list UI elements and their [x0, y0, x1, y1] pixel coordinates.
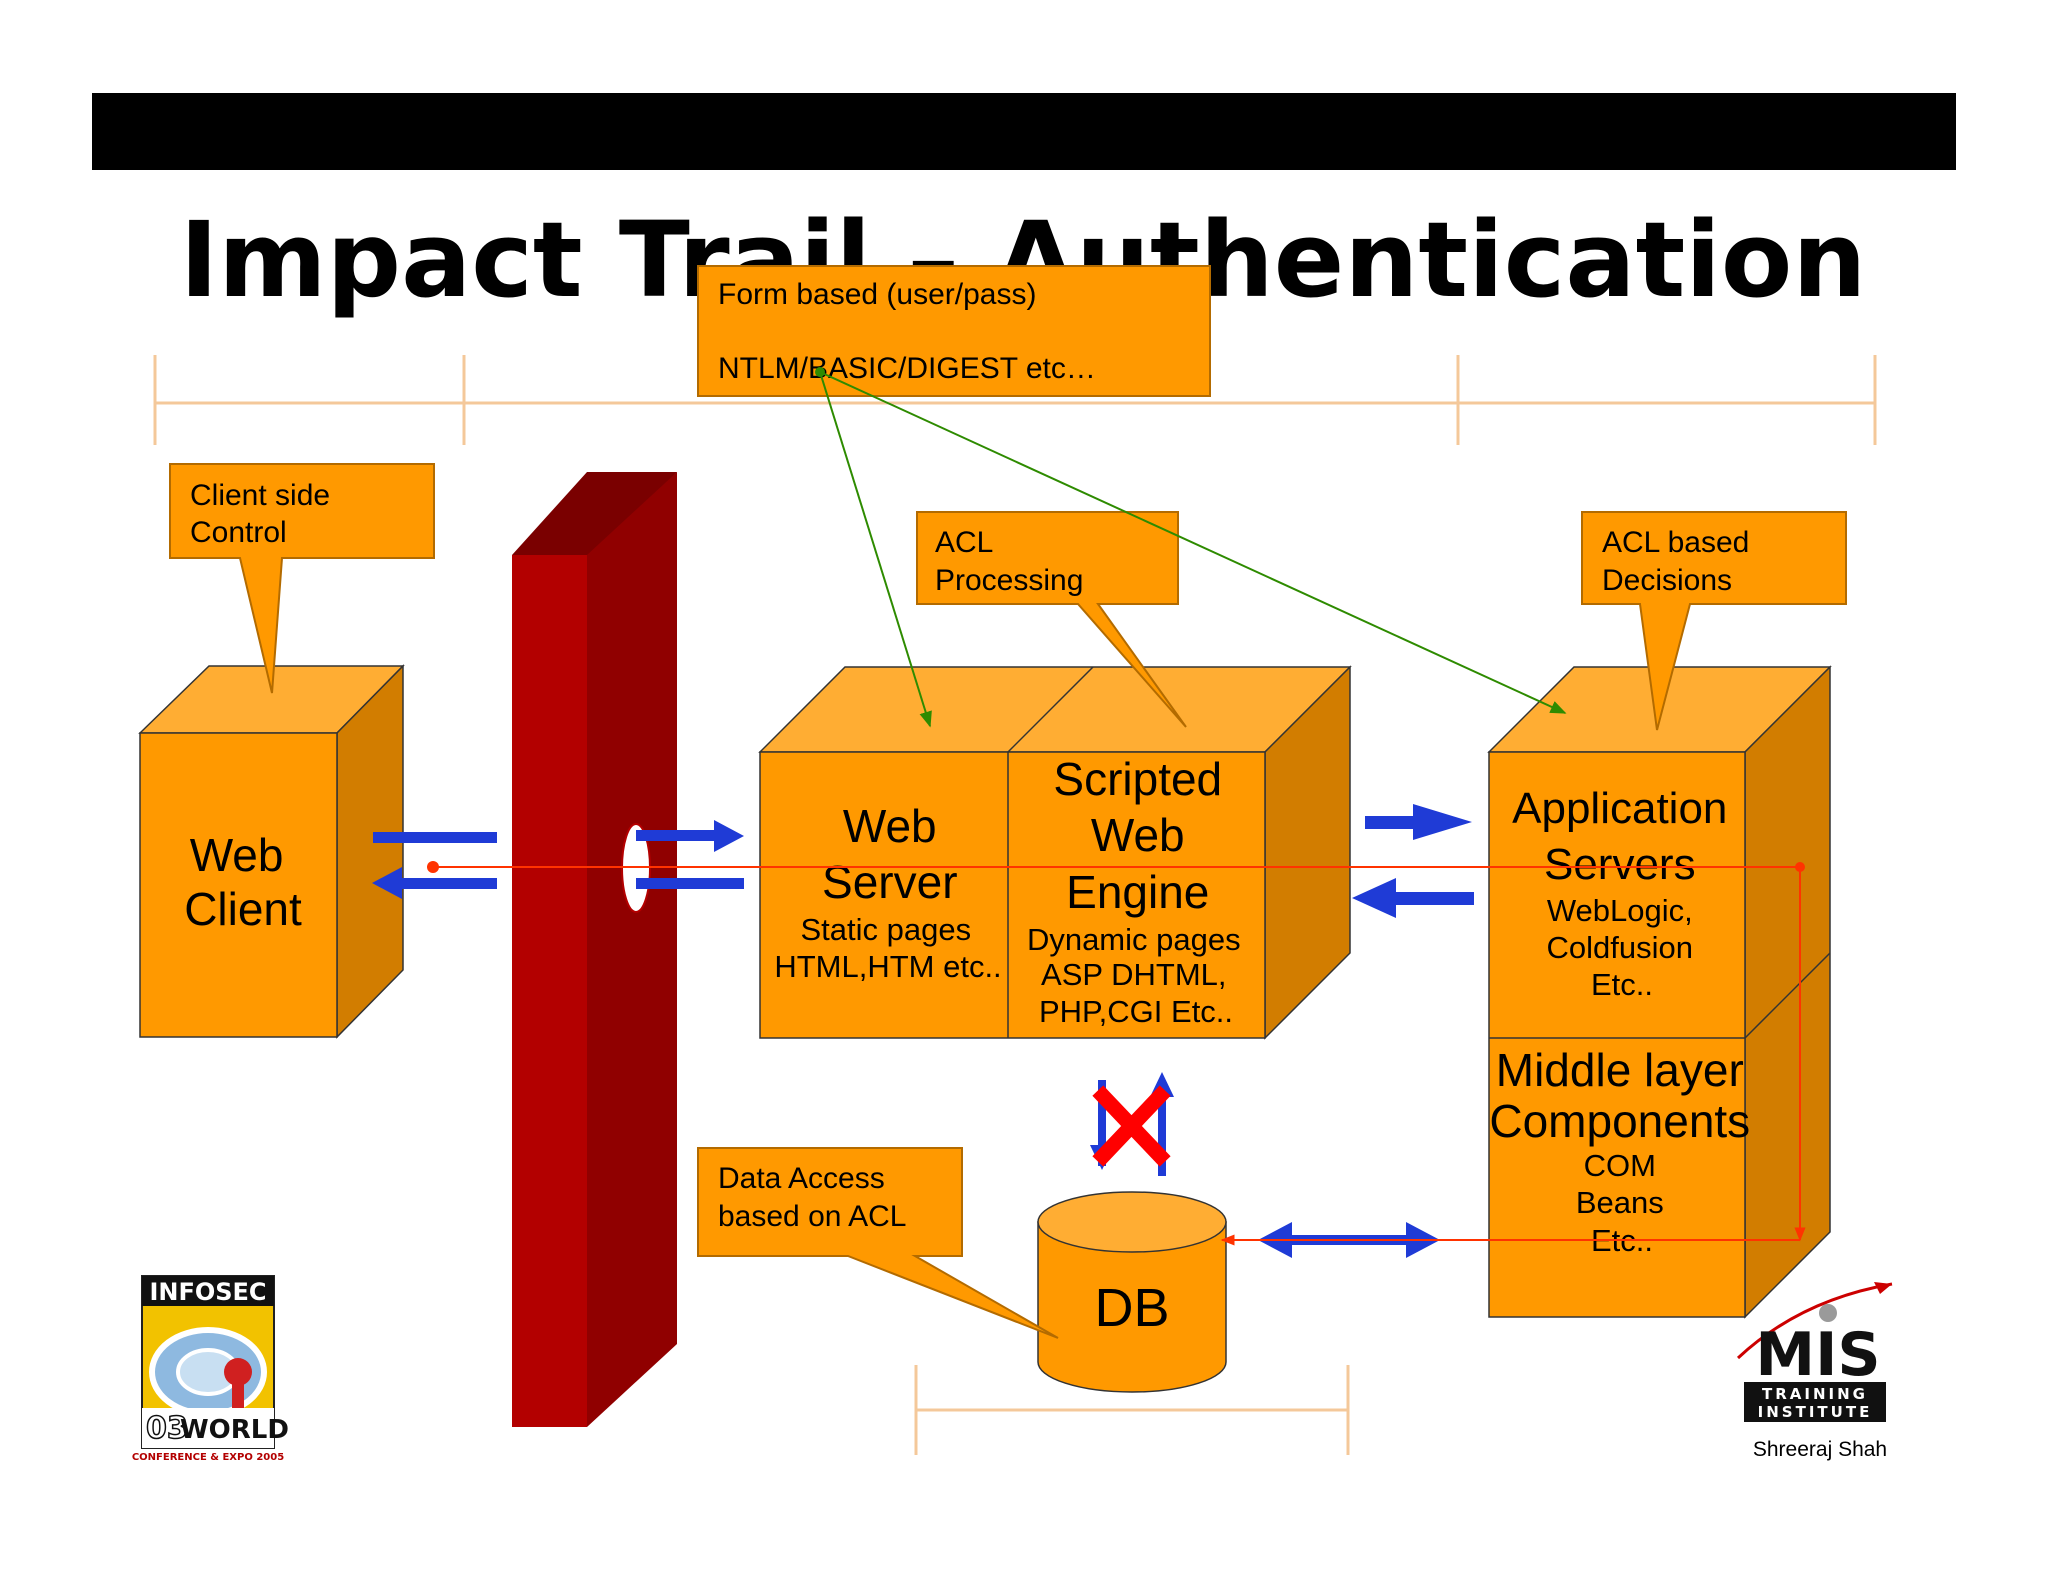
callout-client-control — [169, 463, 435, 694]
red-trace-start — [427, 861, 439, 873]
infosec-logo-year: 03 — [146, 1411, 188, 1446]
infosec-logo — [141, 1275, 275, 1449]
callout-acl-processing-text: ACL Processing — [935, 526, 1083, 597]
callout-acl-decisions — [1581, 511, 1847, 731]
header-bar — [92, 93, 1956, 170]
db-label: DB — [1094, 1278, 1169, 1338]
mis-logo-name: MIS — [1755, 1320, 1880, 1390]
green-trace-lines — [819, 371, 1567, 728]
green-trace-origin — [815, 367, 825, 377]
blocked-x-icon — [1092, 1085, 1171, 1167]
callout-form-auth — [697, 265, 1211, 397]
callout-client-control-text: Client side Control — [190, 479, 338, 549]
response-arrow-from-app — [1352, 878, 1474, 918]
request-stub-arrow — [373, 832, 497, 843]
callout-data-access-text: Data Access based on ACL — [718, 1162, 906, 1233]
web-server-label: Web Server Static pages HTML,HTM etc.. — [774, 800, 1001, 984]
request-arrow-to-server — [636, 820, 744, 852]
app-servers-label: Application Servers WebLogic, Coldfusion… — [1512, 784, 1732, 1002]
response-arrow-to-client — [372, 867, 497, 899]
mis-logo — [1736, 1282, 1893, 1422]
response-stub-arrow — [636, 878, 744, 889]
mis-logo-line2: INSTITUTE — [1758, 1403, 1873, 1421]
bottom-bracket — [914, 1365, 1350, 1455]
red-trace-node — [1795, 862, 1805, 872]
web-server-box — [758, 665, 1352, 1040]
mis-logo-line1: TRAINING — [1762, 1385, 1868, 1403]
firewall — [512, 472, 677, 1427]
infosec-logo-top: INFOSEC — [149, 1278, 266, 1306]
callout-acl-decisions-text: ACL based Decisions — [1602, 526, 1758, 597]
request-arrow-to-app — [1365, 804, 1472, 840]
web-client-label: Web Client — [184, 829, 302, 935]
author-signature: Shreeraj Shah — [1753, 1438, 1887, 1461]
infosec-logo-world: WORLD — [180, 1415, 289, 1445]
script-engine-label: Scripted Web Engine Dynamic pages ASP DH… — [1027, 753, 1245, 1029]
web-client-box — [138, 664, 405, 1039]
callout-data-access — [697, 1147, 1059, 1339]
infosec-logo-sub: CONFERENCE & EXPO 2005 — [132, 1452, 284, 1463]
callout-form-auth-text: Form based (user/pass) NTLM/BASIC/DIGEST… — [718, 278, 1096, 385]
db-cylinder — [1037, 1191, 1227, 1393]
top-bracket — [153, 355, 1877, 445]
middle-layer-label: Middle layer Components COM Beans Etc.. — [1489, 1044, 1754, 1258]
callout-acl-processing — [916, 511, 1187, 728]
